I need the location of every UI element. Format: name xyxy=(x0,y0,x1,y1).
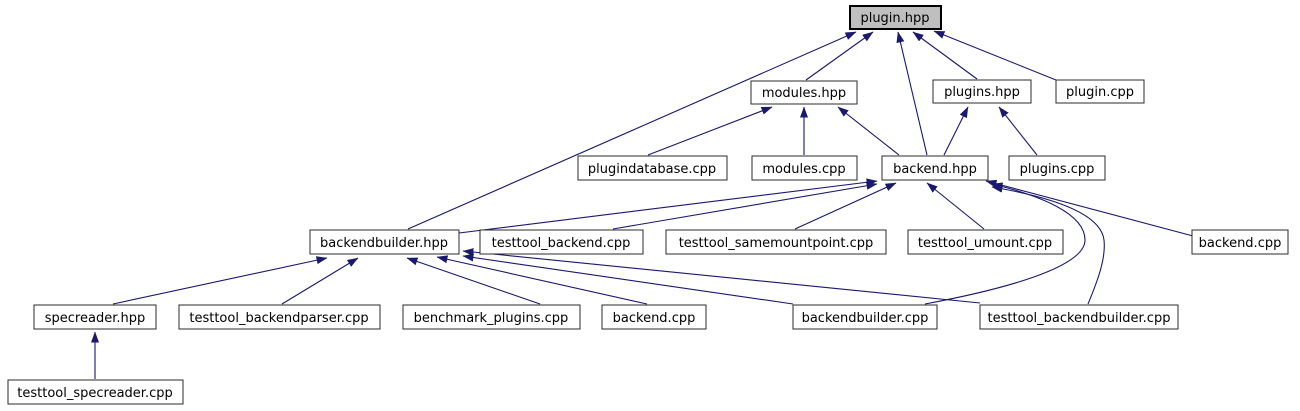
edges-layer xyxy=(91,30,1194,379)
node-label: testtool_samemountpoint.cpp xyxy=(679,236,874,251)
node-label: backend.cpp xyxy=(613,311,696,326)
node-box-testtool-samemountpoint-cpp[interactable] xyxy=(665,229,887,255)
node-box-testtool-backendparser-cpp[interactable] xyxy=(178,304,381,330)
node-backend-hpp[interactable]: backend.hpp xyxy=(881,155,989,181)
edge-testtool-samemountpoint-cpp-to-backend-hpp xyxy=(794,182,897,230)
edge-backendbuilder-cpp-to-backend-hpp xyxy=(924,182,1086,305)
edge-testtool-backendbuilder-cpp-to-backendbuilder-hpp xyxy=(462,248,981,304)
node-modules-cpp[interactable]: modules.cpp xyxy=(751,155,858,181)
node-label: plugins.hpp xyxy=(944,85,1020,100)
edge-testtool-backendbuilder-cpp-to-backend-hpp xyxy=(991,184,1105,305)
edge-backendbuilder-hpp-to-backend-hpp xyxy=(458,178,878,234)
node-label: plugindatabase.cpp xyxy=(588,162,716,177)
node-label: backend.hpp xyxy=(893,162,977,177)
edge-testtool-backend-cpp-to-backend-hpp xyxy=(612,181,878,230)
node-box-plugin-cpp[interactable] xyxy=(1055,79,1145,104)
node-modules-hpp[interactable]: modules.hpp xyxy=(750,80,858,105)
node-label: plugin.hpp xyxy=(860,11,929,26)
node-label: plugin.cpp xyxy=(1066,85,1134,100)
node-label: benchmark_plugins.cpp xyxy=(414,311,569,326)
edge-testtool-umount-cpp-to-backend-hpp xyxy=(926,182,985,230)
edge-backendbuilder-hpp-to-plugin-hpp xyxy=(407,31,857,230)
node-plugin-cpp[interactable]: plugin.cpp xyxy=(1055,79,1145,104)
node-plugins-hpp[interactable]: plugins.hpp xyxy=(932,79,1032,104)
node-box-backend-cpp-2[interactable] xyxy=(601,304,707,330)
node-plugins-cpp[interactable]: plugins.cpp xyxy=(1008,155,1106,181)
node-label: testtool_umount.cpp xyxy=(918,236,1052,251)
node-label: plugins.cpp xyxy=(1020,162,1095,177)
node-label: backendbuilder.hpp xyxy=(320,236,448,251)
node-label: testtool_backendbuilder.cpp xyxy=(988,311,1171,326)
node-box-testtool-umount-cpp[interactable] xyxy=(907,229,1064,255)
node-box-backend-hpp[interactable] xyxy=(881,155,989,181)
node-box-backendbuilder-cpp[interactable] xyxy=(792,304,938,330)
node-box-plugins-hpp[interactable] xyxy=(932,79,1032,104)
node-label: specreader.hpp xyxy=(45,311,145,326)
edge-specreader-hpp-to-backendbuilder-hpp xyxy=(112,256,328,305)
edge-backend-hpp-to-modules-hpp xyxy=(837,106,900,156)
node-testtool-backendparser-cpp[interactable]: testtool_backendparser.cpp xyxy=(178,304,381,330)
node-benchmark-plugins-cpp[interactable]: benchmark_plugins.cpp xyxy=(402,304,581,330)
node-box-testtool-backend-cpp[interactable] xyxy=(479,229,644,255)
node-label: testtool_backend.cpp xyxy=(492,236,631,251)
node-backendbuilder-cpp[interactable]: backendbuilder.cpp xyxy=(792,304,938,330)
node-plugin-hpp[interactable]: plugin.hpp xyxy=(849,5,942,30)
node-label: modules.cpp xyxy=(762,162,845,177)
edge-plugins-cpp-to-plugins-hpp xyxy=(998,106,1038,156)
node-box-testtool-backendbuilder-cpp[interactable] xyxy=(979,304,1179,330)
edge-plugindatabase-cpp-to-modules-hpp xyxy=(647,106,773,156)
node-label: testtool_backendparser.cpp xyxy=(189,311,368,326)
edge-backend-hpp-to-plugins-hpp xyxy=(943,106,969,156)
node-label: backend.cpp xyxy=(1199,236,1282,251)
node-specreader-hpp[interactable]: specreader.hpp xyxy=(33,304,157,330)
edge-testtool-backendparser-cpp-to-backendbuilder-hpp xyxy=(281,257,359,305)
node-box-modules-cpp[interactable] xyxy=(751,155,858,181)
edge-backendbuilder-cpp-to-backendbuilder-hpp xyxy=(462,253,794,305)
edge-plugins-hpp-to-plugin-hpp xyxy=(912,31,978,80)
edge-modules-hpp-to-plugin-hpp xyxy=(805,31,874,81)
node-testtool-samemountpoint-cpp[interactable]: testtool_samemountpoint.cpp xyxy=(665,229,887,255)
node-label: testtool_specreader.cpp xyxy=(17,386,172,401)
node-box-modules-hpp[interactable] xyxy=(750,80,858,105)
node-backend-cpp[interactable]: backend.cpp xyxy=(1191,229,1289,255)
node-box-plugins-cpp[interactable] xyxy=(1008,155,1106,181)
node-box-plugin-hpp[interactable] xyxy=(849,5,942,30)
node-label: modules.hpp xyxy=(762,86,846,101)
node-box-benchmark-plugins-cpp[interactable] xyxy=(402,304,581,330)
edge-plugin-cpp-to-plugin-hpp xyxy=(933,30,1057,81)
edge-benchmark-plugins-cpp-to-backendbuilder-hpp xyxy=(406,257,541,305)
node-backend-cpp-2[interactable]: backend.cpp xyxy=(601,304,707,330)
node-label: backendbuilder.cpp xyxy=(802,311,929,326)
node-backendbuilder-hpp[interactable]: backendbuilder.hpp xyxy=(309,229,460,255)
node-testtool-backend-cpp[interactable]: testtool_backend.cpp xyxy=(479,229,644,255)
node-box-testtool-specreader-cpp[interactable] xyxy=(7,379,184,405)
edge-backend-hpp-to-plugin-hpp xyxy=(896,31,928,156)
node-box-backendbuilder-hpp[interactable] xyxy=(309,229,460,255)
edge-backend-cpp-to-backend-hpp xyxy=(985,179,1194,237)
node-box-plugindatabase-cpp[interactable] xyxy=(577,155,728,181)
node-testtool-umount-cpp[interactable]: testtool_umount.cpp xyxy=(907,229,1064,255)
edge-backend-cpp2-to-backendbuilder-hpp xyxy=(436,255,648,305)
node-plugindatabase-cpp[interactable]: plugindatabase.cpp xyxy=(577,155,728,181)
node-testtool-specreader-cpp[interactable]: testtool_specreader.cpp xyxy=(7,379,184,405)
node-testtool-backendbuilder-cpp[interactable]: testtool_backendbuilder.cpp xyxy=(979,304,1179,330)
node-box-backend-cpp[interactable] xyxy=(1191,229,1289,255)
node-box-specreader-hpp[interactable] xyxy=(33,304,157,330)
